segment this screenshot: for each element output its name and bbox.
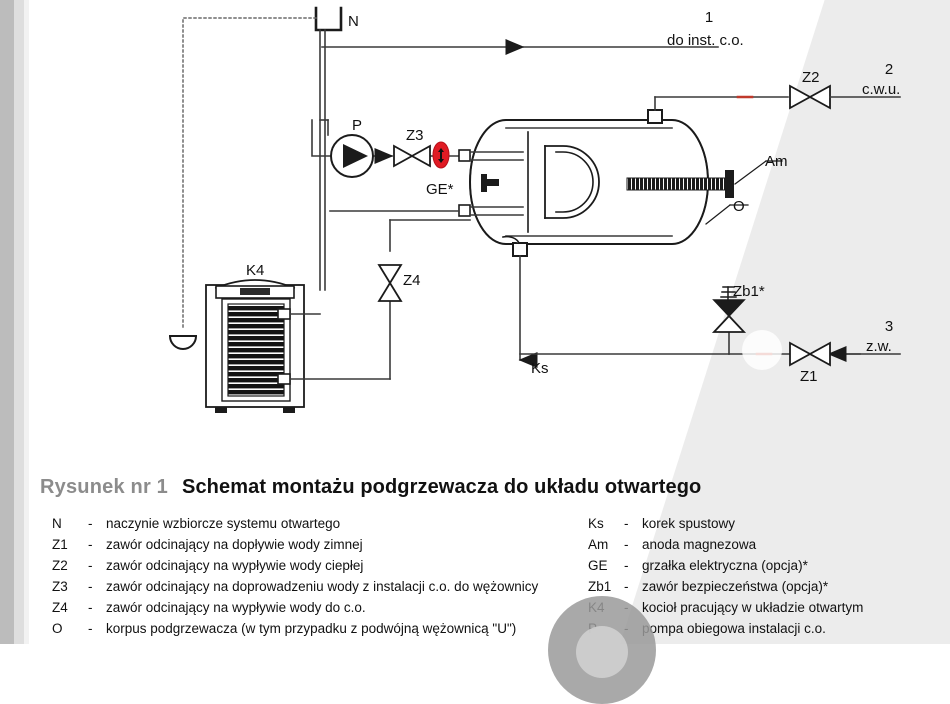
valve-z3 [393, 144, 431, 168]
legend-key: P [588, 621, 598, 636]
electric-heater-ge-marker [432, 141, 450, 169]
legend-dash: - [624, 621, 629, 636]
figure-caption: Rysunek nr 1 Schemat montażu podgrzewacz… [40, 476, 701, 499]
legend-text: kocioł pracujący w układzie otwartym [642, 600, 864, 615]
legend-dash: - [624, 558, 629, 573]
tank-top-nozzle [647, 95, 789, 124]
legend-key: Z1 [52, 537, 68, 552]
port-2-label: c.w.u. [862, 81, 900, 98]
legend-key: Ks [588, 516, 604, 531]
port-3-label: z.w. [866, 338, 892, 355]
legend-key: N [52, 516, 62, 531]
floor-drain-funnel [168, 335, 198, 350]
legend-row: Z1 - zawór odcinający na dopływie wody z… [52, 537, 572, 558]
legend-dash: - [624, 516, 629, 531]
label-ge: GE* [426, 181, 454, 198]
legend-key: O [52, 621, 63, 636]
riser-pipe [319, 29, 326, 291]
legend-text: naczynie wzbiorcze systemu otwartego [106, 516, 341, 531]
label-o: O [733, 198, 745, 215]
label-am: Am [765, 153, 788, 170]
legend-text: grzałka elektryczna (opcja)* [642, 558, 808, 573]
safety-valve-zb1 [711, 286, 747, 355]
legend-key: Am [588, 537, 609, 552]
label-z4: Z4 [403, 272, 421, 289]
double-u-coil [527, 131, 600, 233]
water-heater-tank-o [469, 119, 709, 245]
label-k4: K4 [246, 262, 264, 279]
legend-dash: - [624, 537, 629, 552]
legend-dash: - [88, 516, 93, 531]
left-margin-spine-edge [24, 0, 29, 644]
legend-text: zawór odcinający na wypływie wody do c.o… [106, 600, 366, 615]
legend-row: Zb1 - zawór bezpieczeństwa (opcja)* [588, 579, 948, 600]
legend-row: O - korpus podgrzewacza (w tym przypadku… [52, 621, 572, 642]
legend: N - naczynie wzbiorcze systemu otwartego… [0, 516, 950, 644]
figure-title: Schemat montażu podgrzewacza do układu o… [182, 476, 702, 498]
legend-dash: - [88, 579, 93, 594]
left-margin-spine-dark [0, 0, 14, 644]
legend-text: zawór odcinający na wypływie wody ciepłe… [106, 558, 364, 573]
legend-dash: - [624, 600, 629, 615]
legend-text: anoda magnezowa [642, 537, 757, 552]
legend-column-left: N - naczynie wzbiorcze systemu otwartego… [52, 516, 572, 642]
label-z2: Z2 [802, 69, 820, 86]
legend-key: GE [588, 558, 608, 573]
legend-row: Z4 - zawór odcinający na wypływie wody d… [52, 600, 572, 621]
label-z1: Z1 [800, 368, 818, 385]
legend-row: P - pompa obiegowa instalacji c.o. [588, 621, 948, 642]
port-2-number: 2 [885, 61, 893, 78]
legend-row: Ks - korek spustowy [588, 516, 948, 537]
legend-dash: - [88, 621, 93, 636]
legend-key: Z3 [52, 579, 68, 594]
legend-dash: - [88, 600, 93, 615]
label-z3: Z3 [406, 127, 424, 144]
legend-dash: - [88, 558, 93, 573]
valve-z1 [789, 341, 831, 367]
legend-key: Z4 [52, 600, 68, 615]
tank-bottom-nozzle-ks [502, 235, 538, 368]
circulation-pump-p [330, 134, 374, 178]
legend-row: Z2 - zawór odcinający na wypływie wody c… [52, 558, 572, 579]
label-zb1: Zb1* [733, 283, 765, 300]
installation-schematic: N P Z3 GE* Z4 K4 Ks Z2 Z1 Zb1* Am O 1 do… [168, 6, 901, 413]
port-1-number: 1 [705, 9, 713, 26]
legend-row: Z3 - zawór odcinający na doprowadzeniu w… [52, 579, 572, 600]
legend-text: zawór odcinający na dopływie wody zimnej [106, 537, 363, 552]
valve-z4 [377, 264, 403, 302]
coil-nozzle-lower [329, 204, 524, 217]
legend-text: korek spustowy [642, 516, 736, 531]
legend-text: pompa obiegowa instalacji c.o. [642, 621, 826, 636]
legend-key: K4 [588, 600, 605, 615]
figure-number: Rysunek nr 1 [40, 476, 169, 498]
expansion-vessel-n [314, 6, 343, 32]
valve-z2 [789, 84, 901, 110]
legend-text: zawór odcinający na doprowadzeniu wody z… [106, 579, 539, 594]
legend-text: korpus podgrzewacza (w tym przypadku z p… [106, 621, 517, 636]
magnesium-anode-am [626, 160, 783, 225]
label-ks: Ks [531, 360, 549, 377]
label-p: P [352, 117, 362, 134]
legend-dash: - [624, 579, 629, 594]
port-1-label: do inst. c.o. [667, 32, 744, 49]
legend-row: N - naczynie wzbiorcze systemu otwartego [52, 516, 572, 537]
boiler-connection-pipes [289, 219, 471, 380]
legend-key: Zb1 [588, 579, 612, 594]
electric-heater-element [481, 174, 499, 192]
legend-row: Am - anoda magnezowa [588, 537, 948, 558]
legend-column-right: Ks - korek spustowy Am - anoda magnezowa… [588, 516, 948, 642]
boiler-k4 [205, 279, 305, 413]
legend-row: K4 - kocioł pracujący w układzie otwarty… [588, 600, 948, 621]
port-3-number: 3 [885, 318, 893, 335]
overflow-dotted-line [182, 17, 317, 331]
legend-key: Z2 [52, 558, 68, 573]
label-n: N [348, 13, 359, 30]
left-margin-spine-light [14, 0, 24, 644]
legend-dash: - [88, 537, 93, 552]
legend-text: zawór bezpieczeństwa (opcja)* [642, 579, 829, 594]
legend-row: GE - grzałka elektryczna (opcja)* [588, 558, 948, 579]
coil-nozzle-upper [458, 149, 524, 162]
